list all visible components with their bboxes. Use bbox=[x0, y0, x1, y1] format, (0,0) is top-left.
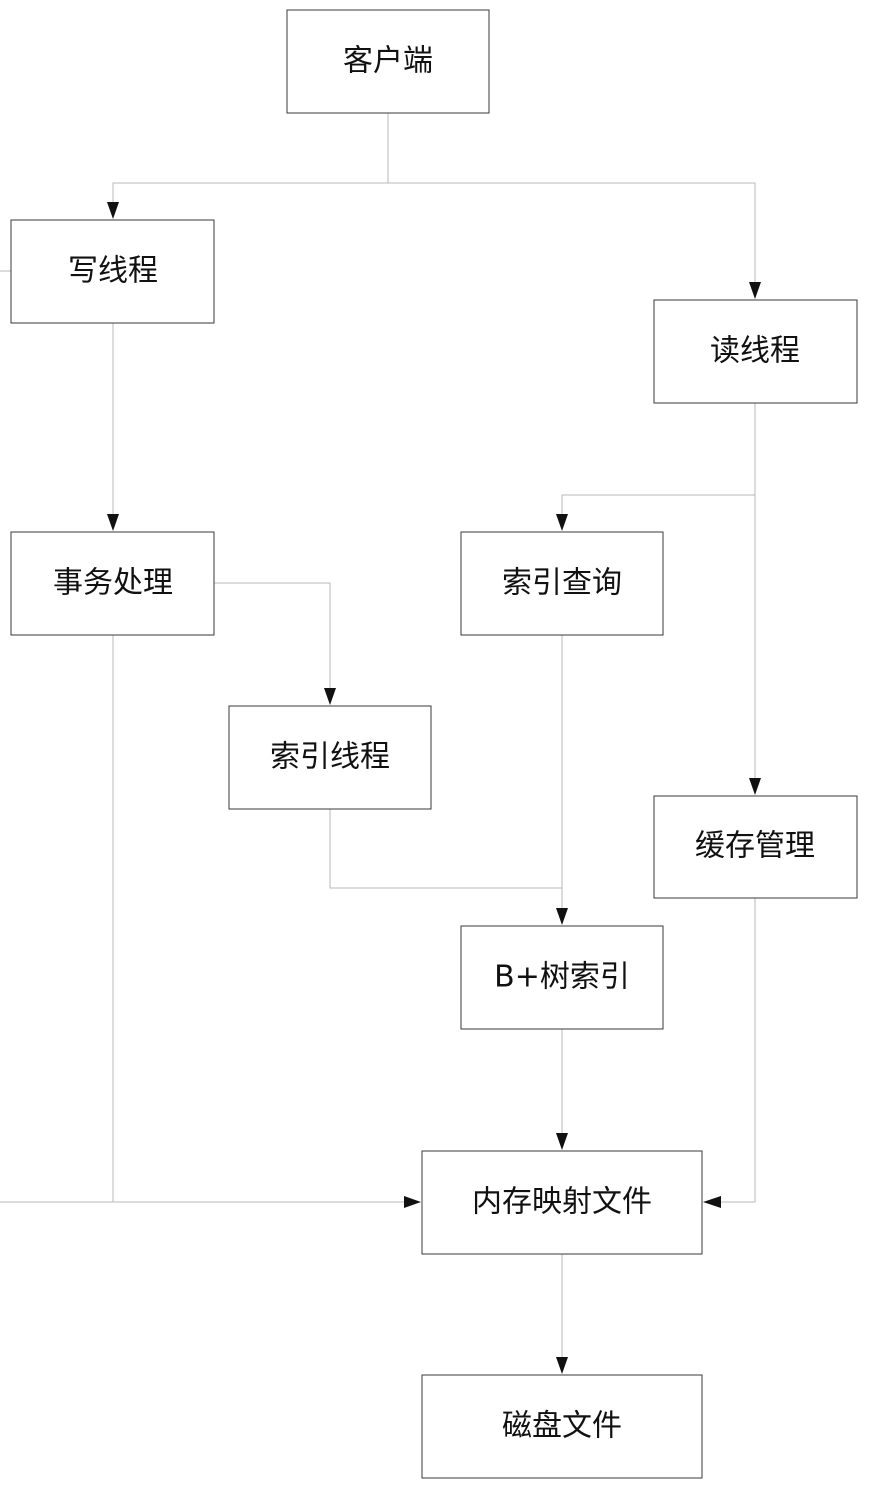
arrow-to-read-thread bbox=[749, 282, 761, 299]
node-cache-manage: 缓存管理 bbox=[653, 795, 858, 899]
edge-read-thread-to-index-query bbox=[561, 494, 755, 516]
node-write-thread-label: 写线程 bbox=[68, 254, 158, 289]
edges bbox=[0, 113, 761, 1374]
node-write-thread: 写线程 bbox=[10, 219, 215, 324]
node-mmap-file: 内存映射文件 bbox=[421, 1150, 703, 1255]
arrow-to-bplus-index bbox=[556, 908, 568, 925]
arrow-to-disk-file bbox=[556, 1357, 568, 1374]
node-mmap-file-box bbox=[421, 1150, 703, 1255]
node-transaction-label: 事务处理 bbox=[53, 566, 173, 601]
edge-client-to-read-thread bbox=[388, 182, 756, 284]
node-client-label: 客户端 bbox=[343, 44, 433, 79]
node-index-thread: 索引线程 bbox=[228, 705, 432, 810]
node-bplus-index: B+树索引 bbox=[460, 925, 664, 1030]
node-cache-manage-box bbox=[653, 795, 858, 899]
node-index-query: 索引查询 bbox=[460, 531, 664, 636]
edge-cache-manage-to-mmap-file bbox=[719, 898, 756, 1203]
node-read-thread-box bbox=[653, 299, 858, 404]
edge-transaction-to-index-thread bbox=[214, 582, 331, 690]
node-client-box bbox=[286, 9, 490, 114]
arrow-left-into-mmap-file bbox=[404, 1196, 421, 1208]
edge-transaction-to-mmap-file bbox=[112, 635, 406, 1203]
edge-index-thread-to-bplus-index bbox=[329, 809, 562, 889]
arrow-to-transaction bbox=[107, 514, 119, 531]
node-index-query-box bbox=[460, 531, 664, 636]
node-read-thread: 读线程 bbox=[653, 299, 858, 404]
node-cache-manage-label: 缓存管理 bbox=[695, 829, 815, 864]
node-bplus-index-box bbox=[460, 925, 664, 1030]
edge-client-to-write-thread bbox=[112, 113, 389, 204]
arrow-top-into-mmap-file bbox=[556, 1133, 568, 1150]
arrow-to-cache-manage bbox=[749, 778, 761, 795]
node-index-thread-box bbox=[228, 705, 432, 810]
node-transaction: 事务处理 bbox=[10, 531, 215, 636]
node-client: 客户端 bbox=[286, 9, 490, 114]
node-mmap-file-label: 内存映射文件 bbox=[472, 1185, 652, 1220]
node-transaction-box bbox=[10, 531, 215, 636]
node-bplus-index-label: B+树索引 bbox=[494, 960, 630, 995]
node-write-thread-box bbox=[10, 219, 215, 324]
arrow-to-write-thread bbox=[107, 202, 119, 219]
node-read-thread-label: 读线程 bbox=[710, 334, 800, 369]
arrow-to-index-query bbox=[556, 514, 568, 531]
arrow-right-into-mmap-file bbox=[703, 1196, 721, 1208]
node-index-thread-label: 索引线程 bbox=[270, 740, 390, 775]
node-disk-file-label: 磁盘文件 bbox=[502, 1409, 622, 1444]
node-index-query-label: 索引查询 bbox=[502, 566, 622, 601]
arrow-to-index-thread bbox=[324, 688, 336, 705]
node-disk-file: 磁盘文件 bbox=[421, 1374, 703, 1479]
node-disk-file-box bbox=[421, 1374, 703, 1479]
